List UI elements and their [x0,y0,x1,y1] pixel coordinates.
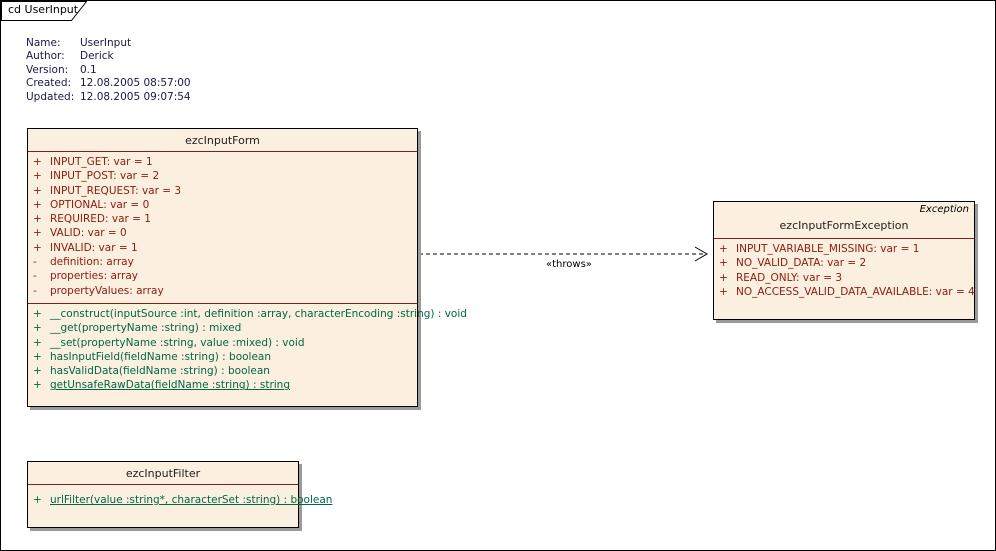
class-title-ezcinputform: ezcInputForm [185,134,260,147]
class-header-ezcinputformexception: Exception ezcInputFormException [714,202,974,239]
operation-row: + getUnsafeRawData(fieldName :string) : … [28,378,417,392]
attribute-row: + REQUIRED: var = 1 [28,212,417,226]
operation-label: __set(propertyName :string, value :mixed… [50,336,305,349]
visibility-marker: - [33,284,37,297]
metadata-value-name: UserInput [80,37,132,49]
visibility-marker: + [719,271,728,284]
attributes-compartment-ezcinputformexception: + INPUT_VARIABLE_MISSING: var = 1 + NO_V… [714,239,975,319]
diagram-metadata: Name: UserInput Author: Derick Version: … [26,37,191,104]
visibility-marker: + [33,336,42,349]
attribute-row: + INPUT_REQUEST: var = 3 [28,184,417,198]
attribute-label: NO_ACCESS_VALID_DATA_AVAILABLE: var = 4 [736,285,975,298]
frame-tab-label: cd UserInput [8,3,79,16]
attribute-label: INPUT_POST: var = 2 [50,170,160,183]
attribute-row: + READ_ONLY: var = 3 [714,271,974,285]
attribute-label: INVALID: var = 1 [50,241,138,254]
metadata-row-created: Created: 12.08.2005 08:57:00 [26,77,191,90]
class-box-ezcinputfilter[interactable]: ezcInputFilter + urlFilter(value :string… [27,461,332,529]
metadata-value-version: 0.1 [80,63,97,76]
attribute-row: - definition: array [28,255,417,269]
visibility-marker: + [33,322,42,335]
attribute-label: INPUT_VARIABLE_MISSING: var = 1 [736,243,920,255]
metadata-value-created: 12.08.2005 08:57:00 [80,77,191,90]
attribute-row: + NO_VALID_DATA: var = 2 [714,256,974,270]
metadata-key-name: Name: [26,37,61,49]
operation-label: hasValidData(fieldName :string) : boolea… [50,365,270,378]
operation-row: + urlFilter(value :string*, characterSet… [28,493,332,507]
frame-tab-shape [1,1,87,21]
attribute-row: + INPUT_VARIABLE_MISSING: var = 1 [714,242,974,256]
class-stereotype-exception: Exception [919,204,969,215]
metadata-row-author: Author: Derick [26,50,191,63]
metadata-value-updated: 12.08.2005 09:07:54 [80,90,191,103]
operation-row: + hasValidData(fieldName :string) : bool… [28,364,417,378]
metadata-key-author: Author: [26,50,65,63]
attribute-row: + OPTIONAL: var = 0 [28,198,417,212]
attribute-label: REQUIRED: var = 1 [50,213,151,226]
operation-row: + __set(propertyName :string, value :mix… [28,336,417,350]
visibility-marker: + [33,350,42,363]
visibility-marker: + [33,365,42,378]
operation-row: + __construct(inputSource :int, definiti… [28,307,467,321]
visibility-marker: - [33,256,37,269]
attribute-label: VALID: var = 0 [50,227,127,240]
diagram-frame-tab: cd UserInput [1,1,87,21]
attribute-row: + INPUT_GET: var = 1 [28,155,417,169]
visibility-marker: + [33,198,42,211]
attribute-row: + INPUT_POST: var = 2 [28,169,417,183]
visibility-marker: + [33,170,42,183]
attribute-label: INPUT_REQUEST: var = 3 [50,184,182,197]
metadata-row-updated: Updated: 12.08.2005 09:07:54 [26,91,191,104]
visibility-marker: + [33,241,42,254]
operation-row: + hasInputField(fieldName :string) : boo… [28,350,417,364]
attribute-label: INPUT_GET: var = 1 [50,156,153,168]
operations-compartment-ezcinputform: + __construct(inputSource :int, definiti… [28,302,467,406]
visibility-marker: + [33,227,42,240]
metadata-row-name: Name: UserInput [26,37,191,50]
attribute-label: properties: array [50,270,138,283]
operation-label-static: getUnsafeRawData(fieldName :string) : st… [50,379,290,392]
attribute-row: - propertyValues: array [28,284,417,298]
attribute-row: + VALID: var = 0 [28,226,417,240]
attributes-compartment-ezcinputform: + INPUT_GET: var = 1 + INPUT_POST: var =… [28,152,417,303]
operations-compartment-ezcinputfilter: + urlFilter(value :string*, characterSet… [28,485,332,527]
visibility-marker: + [33,307,42,320]
metadata-key-updated: Updated: [26,90,75,103]
attribute-row: + INVALID: var = 1 [28,241,417,255]
class-header-ezcinputform: ezcInputForm [28,129,417,152]
operation-label: __construct(inputSource :int, definition… [50,307,467,320]
visibility-marker: + [33,213,42,226]
attribute-label: propertyValues: array [50,284,164,297]
class-title-ezcinputfilter: ezcInputFilter [125,467,201,480]
operation-label: hasInputField(fieldName :string) : boole… [50,350,272,363]
attribute-row: - properties: array [28,269,417,283]
attribute-label: definition: array [50,256,134,269]
operation-row: + __get(propertyName :string) : mixed [28,321,417,335]
visibility-marker: + [33,156,42,168]
visibility-marker: + [33,379,42,392]
attribute-label: OPTIONAL: var = 0 [50,198,150,211]
class-title-ezcinputformexception: ezcInputFormException [779,219,909,232]
visibility-marker: - [33,270,37,283]
visibility-marker: + [33,494,42,506]
visibility-marker: + [719,285,728,298]
operation-label-static: urlFilter(value :string*, characterSet :… [50,494,333,506]
visibility-marker: + [719,243,728,255]
metadata-key-created: Created: [26,77,72,90]
class-header-ezcinputfilter: ezcInputFilter [28,462,298,485]
connector-throws-label: «throws» [546,259,592,270]
attribute-label: READ_ONLY: var = 3 [736,271,843,284]
metadata-value-author: Derick [80,50,114,63]
class-box-ezcinputformexception[interactable]: Exception ezcInputFormException + INPUT_… [713,201,975,321]
visibility-marker: + [33,184,42,197]
visibility-marker: + [719,257,728,270]
metadata-row-version: Version: 0.1 [26,64,191,77]
class-box-ezcinputform[interactable]: ezcInputForm + INPUT_GET: var = 1 + INPU… [27,128,467,407]
metadata-key-version: Version: [26,63,69,76]
attribute-row: + NO_ACCESS_VALID_DATA_AVAILABLE: var = … [714,285,975,299]
attribute-label: NO_VALID_DATA: var = 2 [736,257,867,270]
operation-label: __get(propertyName :string) : mixed [50,322,242,335]
